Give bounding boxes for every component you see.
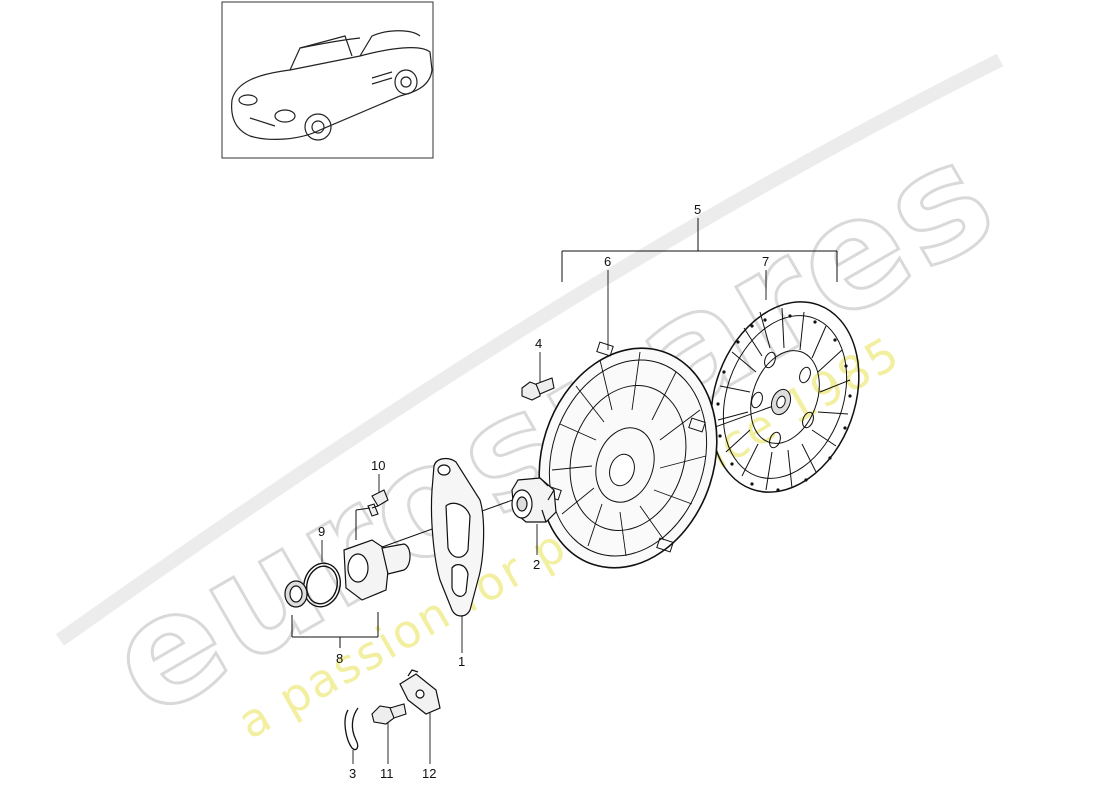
callout-4: 4 xyxy=(535,336,542,351)
o-ring xyxy=(303,562,341,608)
callout-11: 11 xyxy=(380,766,394,781)
bolt-10 xyxy=(367,489,389,517)
callout-numbers: 5 6 7 4 10 9 2 1 8 3 11 12 xyxy=(318,202,769,781)
callout-5: 5 xyxy=(694,202,701,217)
disc-segments xyxy=(717,307,851,491)
convertible-car-icon xyxy=(231,30,433,141)
bracket-8 xyxy=(291,612,379,648)
release-bearing xyxy=(511,477,557,523)
callout-10: 10 xyxy=(371,458,385,473)
callout-7: 7 xyxy=(762,254,769,269)
clutch-disc xyxy=(710,301,860,493)
seal-ring xyxy=(284,580,308,608)
bolt-4 xyxy=(521,377,555,401)
pressure-plate xyxy=(538,341,718,569)
pin-11 xyxy=(371,703,407,725)
callout-6: 6 xyxy=(604,254,611,269)
bracket-12 xyxy=(399,669,441,715)
callout-1: 1 xyxy=(458,654,465,669)
guide-sleeve xyxy=(343,507,411,601)
callout-9: 9 xyxy=(318,524,325,539)
callout-12: 12 xyxy=(422,766,436,781)
vehicle-thumbnail xyxy=(221,1,434,159)
callout-3: 3 xyxy=(349,766,356,781)
watermark: eurospares a passion for parts since 198… xyxy=(55,53,1025,753)
callout-2: 2 xyxy=(533,557,540,572)
release-fork xyxy=(430,457,485,617)
callout-8: 8 xyxy=(336,651,343,666)
leader-lines xyxy=(321,270,767,764)
spring-clip xyxy=(344,707,359,751)
bracket-5 xyxy=(561,218,838,282)
